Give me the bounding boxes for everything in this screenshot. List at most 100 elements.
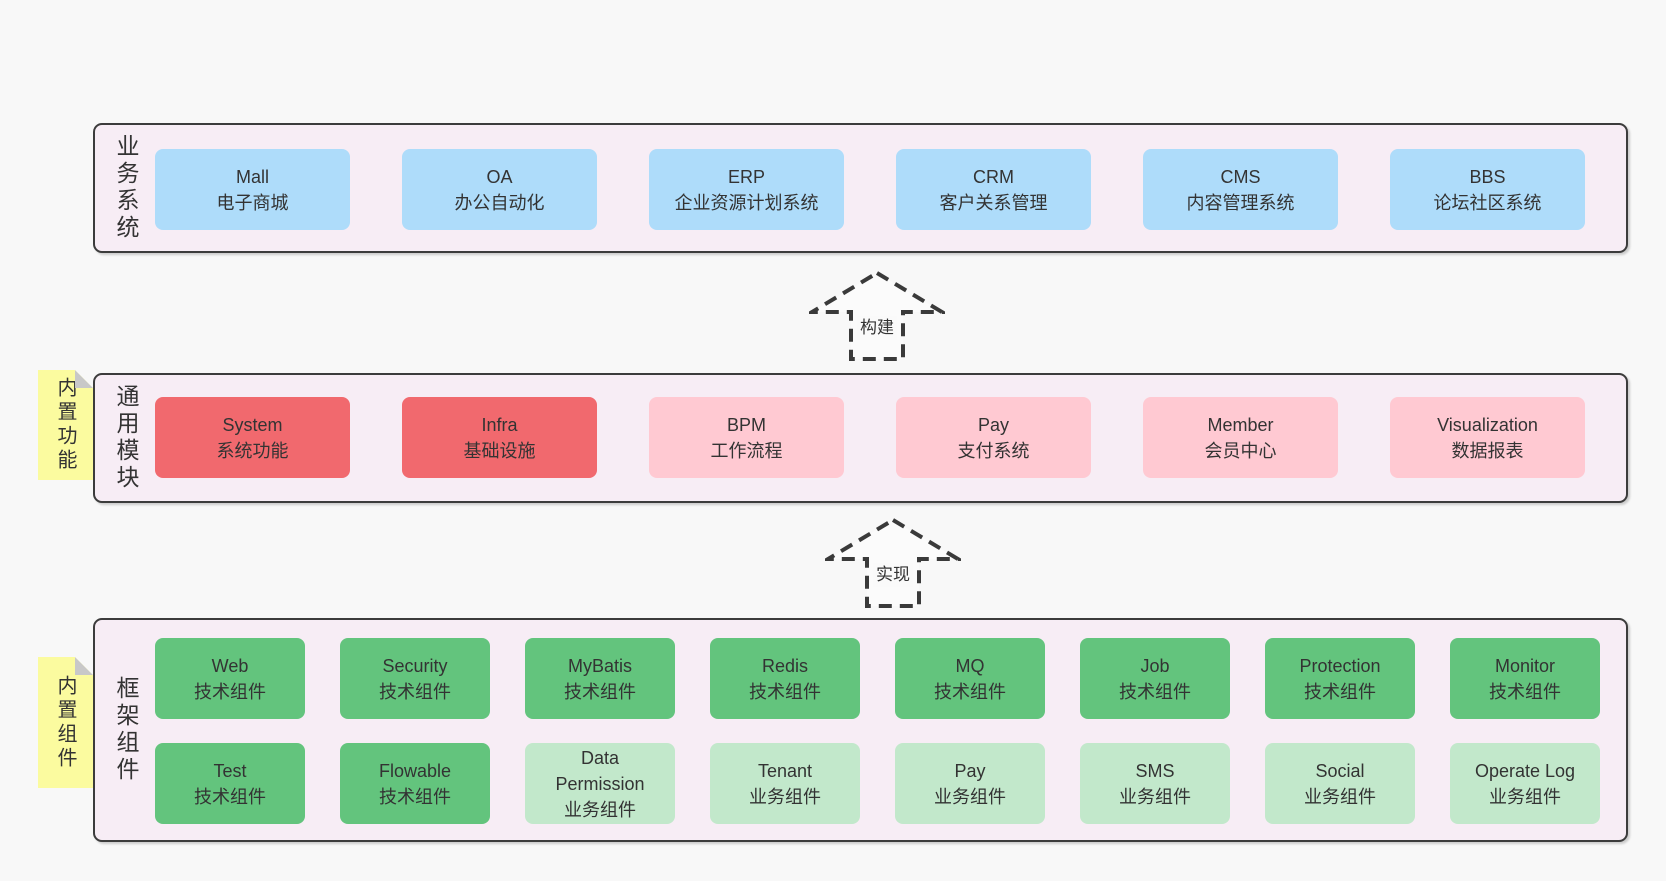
box-subtitle: 技术组件 [379,786,451,807]
box-subtitle: 系统功能 [216,440,289,461]
box-job: Job 技术组件 [1080,638,1230,719]
box-subtitle: 会员中心 [1204,440,1277,461]
framework-components-row-1: Web 技术组件 Security 技术组件 MyBatis 技术组件 Redi… [155,638,1600,719]
box-subtitle: 业务组件 [564,799,636,820]
box-title: BPM [726,414,766,435]
box-title: Protection [1299,655,1381,676]
box-operate-log: Operate Log 业务组件 [1450,743,1600,824]
layer-framework-components: 框架组件 Web 技术组件 Security 技术组件 MyBatis 技术组件… [93,618,1628,842]
layer-business-systems-label: 业务系统 [113,134,139,242]
box-subtitle: 业务组件 [1119,786,1191,807]
box-bpm: BPM 工作流程 [649,397,844,478]
sticky-note-builtin-features: 内置功能 [38,370,93,480]
box-title: CRM [973,166,1014,187]
box-title: Security [382,655,448,676]
box-social: Social 业务组件 [1265,743,1415,824]
box-subtitle: 技术组件 [1304,681,1376,702]
sticky-note-label: 内置组件 [54,674,76,771]
box-subtitle: 数据报表 [1451,440,1524,461]
layer-common-modules: 通用模块 System 系统功能 Infra 基础设施 BPM 工作流程 Pay… [93,373,1628,503]
box-bbs: BBS 论坛社区系统 [1390,149,1585,230]
box-security: Security 技术组件 [340,638,490,719]
box-title: Visualization [1437,414,1538,435]
box-mq: MQ 技术组件 [895,638,1045,719]
box-subtitle: 业务组件 [934,786,1006,807]
box-title: Monitor [1494,655,1556,676]
box-cms: CMS 内容管理系统 [1143,149,1338,230]
box-subtitle: 业务组件 [1304,786,1376,807]
box-mybatis: MyBatis 技术组件 [525,638,675,719]
box-title: OA [486,166,513,187]
box-subtitle: 办公自动化 [454,192,545,213]
box-subtitle: 技术组件 [1119,681,1191,702]
layer-business-systems: 业务系统 Mall 电子商城 OA 办公自动化 ERP 企业资源计划系统 CRM… [93,123,1628,253]
box-subtitle: 技术组件 [194,786,266,807]
arrow-implement: 实现 [820,517,966,609]
box-test: Test 技术组件 [155,743,305,824]
box-title: Tenant [757,760,813,781]
arrow-build: 构建 [804,270,950,362]
box-title: Mall [235,166,269,187]
box-infra: Infra 基础设施 [402,397,597,478]
box-title: System [222,414,283,435]
box-data-permission: Data Permission 业务组件 [525,743,675,824]
box-title: Redis [761,655,809,676]
arrow-implement-label: 实现 [873,563,913,587]
box-title: Social [1315,760,1365,781]
box-erp: ERP 企业资源计划系统 [649,149,844,230]
layer-framework-components-label: 框架组件 [113,676,139,784]
common-modules-row: System 系统功能 Infra 基础设施 BPM 工作流程 Pay 支付系统… [155,397,1585,478]
box-title: Pay [977,414,1010,435]
box-monitor: Monitor 技术组件 [1450,638,1600,719]
sticky-note-builtin-components: 内置组件 [38,657,93,788]
box-title: BBS [1469,166,1506,187]
box-subtitle: 内容管理系统 [1186,192,1295,213]
folded-corner-icon [75,657,93,675]
box-system: System 系统功能 [155,397,350,478]
box-title: Flowable [378,760,452,781]
box-title: Infra [481,414,518,435]
box-oa: OA 办公自动化 [402,149,597,230]
box-title: Data Permission [555,747,645,794]
box-subtitle: 工作流程 [710,440,783,461]
box-subtitle: 技术组件 [194,681,266,702]
box-subtitle: 业务组件 [749,786,821,807]
box-subtitle: 技术组件 [1489,681,1561,702]
box-tenant: Tenant 业务组件 [710,743,860,824]
box-sms: SMS 业务组件 [1080,743,1230,824]
box-title: Operate Log [1474,760,1576,781]
business-systems-row: Mall 电子商城 OA 办公自动化 ERP 企业资源计划系统 CRM 客户关系… [155,149,1585,230]
box-flowable: Flowable 技术组件 [340,743,490,824]
box-pay-business: Pay 业务组件 [895,743,1045,824]
arrow-build-label: 构建 [857,316,897,340]
box-protection: Protection 技术组件 [1265,638,1415,719]
box-subtitle: 技术组件 [934,681,1006,702]
box-title: CMS [1220,166,1261,187]
box-subtitle: 技术组件 [749,681,821,702]
box-title: Job [1140,655,1170,676]
box-title: Test [213,760,247,781]
box-title: Member [1207,414,1274,435]
box-subtitle: 企业资源计划系统 [674,192,819,213]
box-subtitle: 论坛社区系统 [1433,192,1542,213]
box-visualization: Visualization 数据报表 [1390,397,1585,478]
box-title: SMS [1135,760,1175,781]
box-title: Web [211,655,249,676]
box-crm: CRM 客户关系管理 [896,149,1091,230]
box-subtitle: 客户关系管理 [939,192,1048,213]
box-title: ERP [727,166,765,187]
framework-components-row-2: Test 技术组件 Flowable 技术组件 Data Permission … [155,743,1600,824]
box-member: Member 会员中心 [1143,397,1338,478]
box-subtitle: 电子商城 [216,192,289,213]
box-subtitle: 技术组件 [564,681,636,702]
box-subtitle: 基础设施 [463,440,536,461]
box-title: MQ [955,655,985,676]
box-subtitle: 技术组件 [379,681,451,702]
folded-corner-icon [75,370,93,388]
box-subtitle: 业务组件 [1489,786,1561,807]
box-title: MyBatis [567,655,632,676]
layer-common-modules-label: 通用模块 [113,384,139,492]
box-redis: Redis 技术组件 [710,638,860,719]
box-web: Web 技术组件 [155,638,305,719]
